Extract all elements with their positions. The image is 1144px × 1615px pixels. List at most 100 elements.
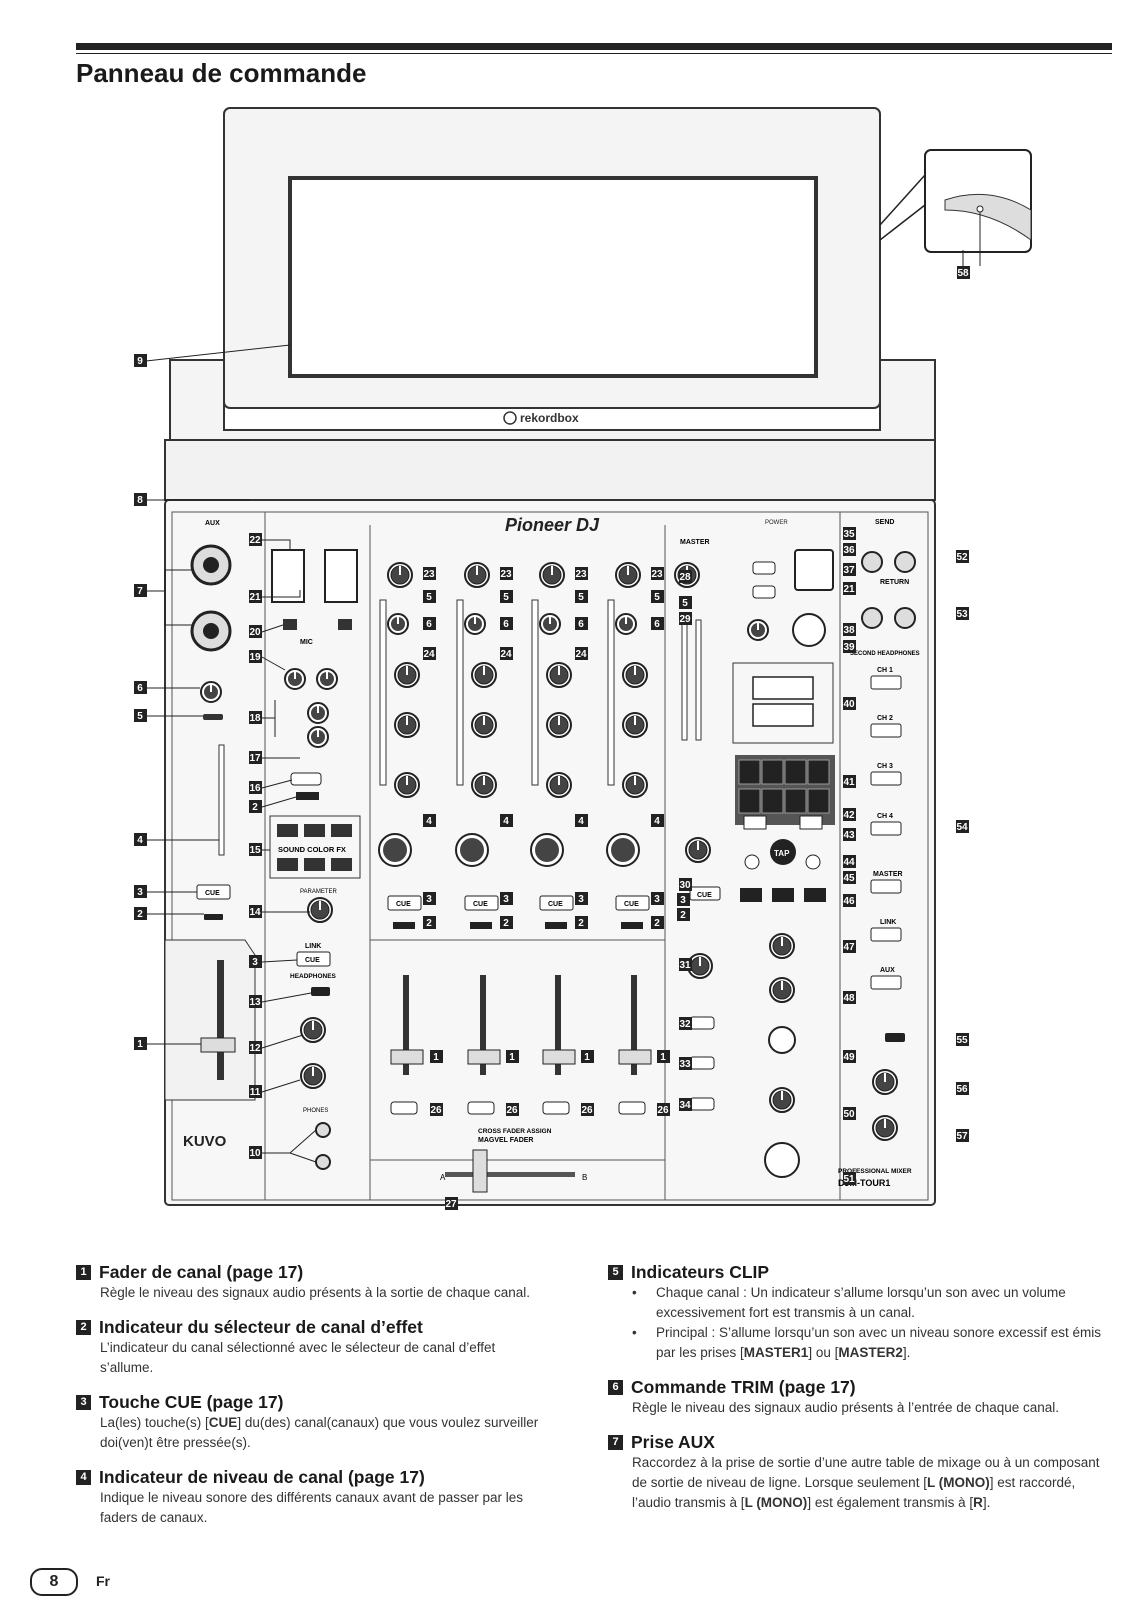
svg-text:37: 37 bbox=[843, 565, 855, 576]
svg-text:AUX: AUX bbox=[880, 967, 895, 974]
language-code: Fr bbox=[96, 1573, 110, 1589]
svg-text:36: 36 bbox=[843, 545, 855, 556]
svg-text:CH 2: CH 2 bbox=[877, 715, 893, 722]
svg-text:4: 4 bbox=[503, 816, 509, 827]
svg-text:4: 4 bbox=[137, 835, 143, 846]
svg-text:18: 18 bbox=[249, 713, 261, 724]
item-number: 1 bbox=[76, 1265, 91, 1280]
item-title: Touche CUE (page 17) bbox=[99, 1392, 284, 1412]
svg-text:15: 15 bbox=[249, 845, 261, 856]
svg-text:6: 6 bbox=[503, 619, 509, 630]
svg-text:DJM-TOUR1: DJM-TOUR1 bbox=[838, 1178, 890, 1188]
svg-text:21: 21 bbox=[249, 592, 261, 603]
svg-text:55: 55 bbox=[956, 1035, 968, 1046]
svg-text:6: 6 bbox=[654, 619, 660, 630]
svg-text:8: 8 bbox=[137, 495, 143, 506]
svg-text:4: 4 bbox=[578, 816, 584, 827]
svg-text:39: 39 bbox=[843, 642, 855, 653]
svg-text:LINK: LINK bbox=[305, 943, 321, 950]
page-title: Panneau de commande bbox=[76, 58, 367, 88]
item-title: Fader de canal (page 17) bbox=[99, 1262, 304, 1282]
svg-text:MIC: MIC bbox=[300, 639, 313, 646]
item-number: 7 bbox=[608, 1435, 623, 1450]
svg-text:PARAMETER: PARAMETER bbox=[300, 889, 338, 895]
svg-text:27: 27 bbox=[445, 1199, 457, 1210]
svg-text:44: 44 bbox=[843, 857, 855, 868]
svg-text:3: 3 bbox=[578, 894, 584, 905]
item-body: Indique le niveau sonore des différents … bbox=[100, 1490, 524, 1525]
svg-text:RETURN: RETURN bbox=[880, 579, 909, 586]
pioneer-dj-logo: Pioneer DJ bbox=[505, 515, 600, 535]
svg-text:17: 17 bbox=[249, 753, 261, 764]
svg-text:CUE: CUE bbox=[205, 890, 220, 897]
svg-text:2: 2 bbox=[503, 918, 509, 929]
svg-text:23: 23 bbox=[575, 569, 587, 580]
svg-text:HEADPHONES: HEADPHONES bbox=[290, 973, 337, 980]
svg-text:5: 5 bbox=[578, 592, 584, 603]
svg-text:13: 13 bbox=[249, 997, 261, 1008]
svg-text:9: 9 bbox=[137, 356, 143, 367]
svg-text:5: 5 bbox=[426, 592, 432, 603]
item-number: 5 bbox=[608, 1265, 623, 1280]
svg-text:50: 50 bbox=[843, 1109, 855, 1120]
svg-text:POWER: POWER bbox=[765, 520, 788, 526]
svg-text:1: 1 bbox=[660, 1052, 666, 1063]
svg-text:51: 51 bbox=[843, 1174, 855, 1185]
svg-text:12: 12 bbox=[249, 1043, 261, 1054]
svg-text:CUE: CUE bbox=[305, 957, 320, 964]
svg-text:MAGVEL FADER: MAGVEL FADER bbox=[478, 1137, 534, 1144]
svg-text:43: 43 bbox=[843, 830, 855, 841]
second-headphones-section: SECOND HEADPHONES CH 1 CH 2 CH 3 CH 4 MA… bbox=[838, 551, 920, 1188]
svg-text:2: 2 bbox=[578, 918, 584, 929]
svg-text:CUE: CUE bbox=[396, 901, 411, 908]
item-number: 4 bbox=[76, 1470, 91, 1485]
svg-text:23: 23 bbox=[423, 569, 435, 580]
item-body: Règle le niveau des signaux audio présen… bbox=[632, 1400, 1060, 1415]
svg-text:54: 54 bbox=[956, 822, 968, 833]
svg-text:3: 3 bbox=[137, 887, 143, 898]
svg-text:A: A bbox=[440, 1173, 446, 1182]
svg-text:B: B bbox=[582, 1173, 587, 1182]
item-body: •Chaque canal : Un indicateur s’allume l… bbox=[632, 1285, 1101, 1360]
item-number: 6 bbox=[608, 1380, 623, 1395]
svg-text:SOUND COLOR FX: SOUND COLOR FX bbox=[278, 845, 346, 854]
svg-text:1: 1 bbox=[509, 1052, 515, 1063]
svg-text:MASTER: MASTER bbox=[680, 539, 710, 546]
aux-section: AUX CUE KUVO bbox=[164, 520, 256, 1150]
svg-text:CUE: CUE bbox=[697, 892, 712, 899]
svg-text:28: 28 bbox=[679, 572, 691, 583]
svg-text:48: 48 bbox=[843, 993, 855, 1004]
svg-text:21: 21 bbox=[843, 584, 855, 595]
item-number: 3 bbox=[76, 1395, 91, 1410]
svg-text:PHONES: PHONES bbox=[303, 1108, 328, 1114]
svg-text:40: 40 bbox=[843, 699, 855, 710]
svg-text:5: 5 bbox=[137, 711, 143, 722]
svg-text:1: 1 bbox=[433, 1052, 439, 1063]
svg-text:3: 3 bbox=[426, 894, 432, 905]
svg-text:6: 6 bbox=[578, 619, 584, 630]
item-body: La(les) touche(s) [CUE] du(des) canal(ca… bbox=[100, 1415, 539, 1450]
svg-text:1: 1 bbox=[137, 1039, 143, 1050]
item-title: Commande TRIM (page 17) bbox=[631, 1377, 856, 1397]
channel-strips: CUE CUE CUE bbox=[369, 562, 666, 1193]
svg-text:4: 4 bbox=[654, 816, 660, 827]
svg-text:CH 3: CH 3 bbox=[877, 763, 893, 770]
svg-text:CUE: CUE bbox=[548, 901, 563, 908]
header-rule bbox=[76, 43, 1112, 50]
svg-text:29: 29 bbox=[679, 614, 691, 625]
svg-text:52: 52 bbox=[956, 552, 968, 563]
beat-fx-section: TAP bbox=[732, 549, 835, 1178]
kuvo-logo: KUVO bbox=[183, 1133, 227, 1150]
svg-text:49: 49 bbox=[843, 1052, 855, 1063]
svg-text:SECOND HEADPHONES: SECOND HEADPHONES bbox=[850, 651, 920, 657]
svg-text:58: 58 bbox=[957, 268, 969, 279]
svg-text:23: 23 bbox=[500, 569, 512, 580]
svg-text:24: 24 bbox=[423, 649, 435, 660]
item-body: L’indicateur du canal sélectionné avec l… bbox=[100, 1340, 496, 1375]
svg-text:32: 32 bbox=[679, 1019, 691, 1030]
svg-text:26: 26 bbox=[506, 1105, 518, 1116]
